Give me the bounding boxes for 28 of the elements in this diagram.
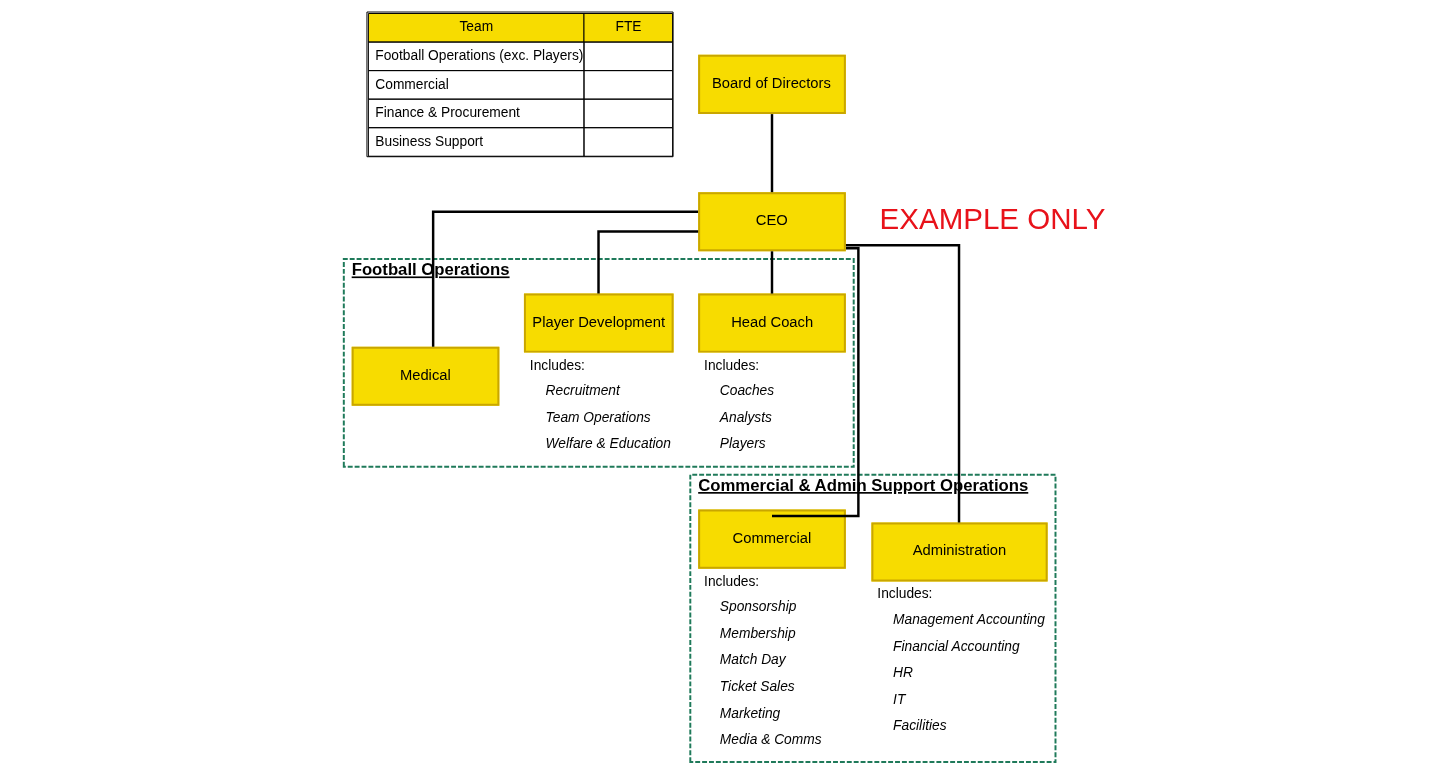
node-label: Team Operations	[545, 409, 651, 425]
node-label: Facilities	[893, 718, 947, 734]
node-label: Coaches	[719, 383, 775, 399]
node-label: Includes:	[877, 586, 933, 602]
node-label: Membership	[719, 625, 796, 641]
label: Team	[459, 19, 494, 35]
node-label: Marketing	[719, 705, 781, 721]
node-label: Match Day	[719, 652, 786, 668]
node-label: Sponsorship	[719, 599, 797, 615]
label: FTE	[615, 19, 642, 35]
node-label: HR	[893, 665, 913, 681]
node-label: Welfare & Education	[545, 436, 671, 452]
node-label: IT	[893, 691, 906, 707]
node-label: Includes:	[704, 573, 760, 589]
label: Business Support	[375, 133, 484, 149]
label: Commercial	[375, 76, 449, 92]
node-label: Management Accounting	[893, 611, 1045, 627]
node-label: Includes:	[704, 357, 760, 373]
label: EXAMPLE ONLY	[879, 202, 1106, 236]
node-label: Media & Comms	[719, 732, 822, 748]
node-label: Ticket Sales	[719, 678, 795, 694]
node-label: Players	[719, 436, 766, 452]
node-label: Includes:	[529, 357, 585, 373]
node-label: Financial Accounting	[893, 638, 1020, 654]
node-label: Analysts	[719, 409, 772, 425]
label: Finance & Procurement	[375, 105, 520, 121]
label: Football Operations (exc. Players)	[375, 47, 584, 63]
node-label: Recruitment	[545, 383, 620, 399]
